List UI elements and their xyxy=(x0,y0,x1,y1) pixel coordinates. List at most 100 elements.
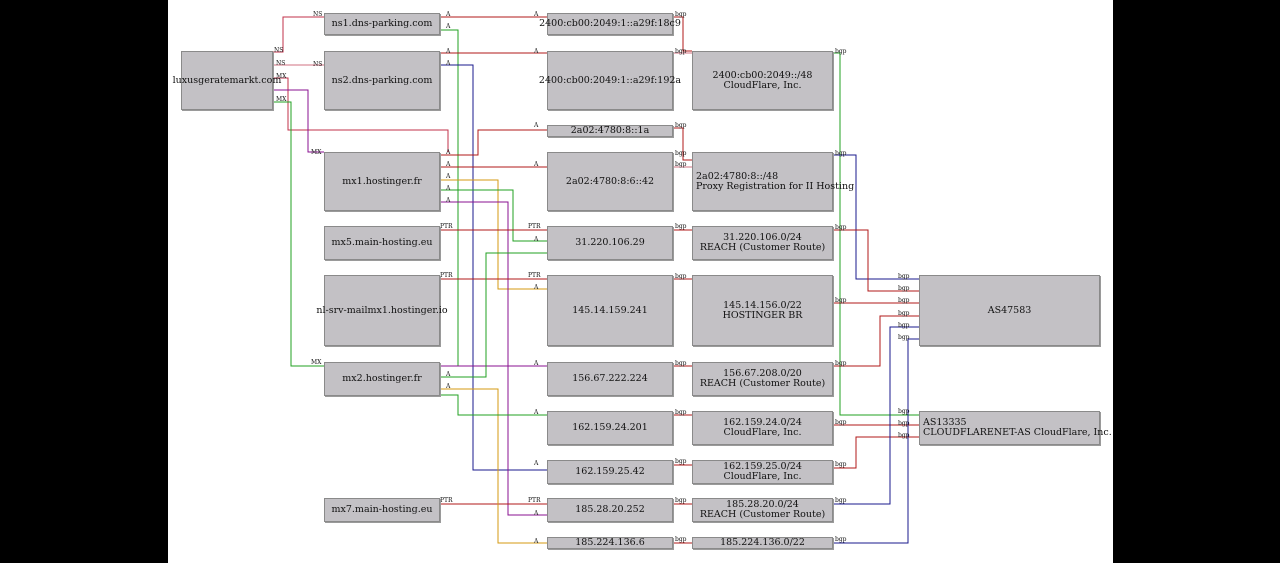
node-ip6-a[interactable]: 2400:cb00:2049:1::a29f:18c9 xyxy=(539,13,681,35)
node-mx1[interactable]: mx1.hostinger.fr xyxy=(324,152,440,211)
node-pfx-185a-prefix: 185.28.20.0/24 xyxy=(726,499,799,510)
edge-mx1-145 xyxy=(440,179,547,290)
edge-mx1-185 xyxy=(440,201,547,516)
label-a-13: A xyxy=(533,161,539,168)
node-ip6-c-label: 2a02:4780:8::1a xyxy=(570,125,650,136)
node-mx5-label: mx5.main-hosting.eu xyxy=(331,237,433,248)
node-ip-31[interactable]: 31.220.106.29 xyxy=(547,226,673,260)
node-ip-145[interactable]: 145.14.159.241 xyxy=(547,275,673,346)
node-ip6-a-label: 2400:cb00:2049:1::a29f:18c9 xyxy=(539,18,681,29)
label-bgp-13: bgp xyxy=(835,48,847,55)
label-bgp-4: bgp xyxy=(675,150,687,157)
edge-ns1-green xyxy=(440,29,468,367)
node-nlsrv[interactable]: nl-srv-mailmx1.hostinger.io xyxy=(316,275,448,346)
label-bgp-20: bgp xyxy=(835,497,847,504)
node-ip-156[interactable]: 156.67.222.224 xyxy=(547,362,673,396)
edge-mx2-162a xyxy=(440,394,547,416)
label-ptr-3: PTR xyxy=(440,272,453,279)
label-a-2: A xyxy=(533,11,539,18)
edge-mx2-185b xyxy=(440,388,547,544)
label-bgp-2: bgp xyxy=(675,48,687,55)
node-pfx-hg6-prefix: 2a02:4780:8::/48 xyxy=(696,170,779,182)
label-bgp-8: bgp xyxy=(675,360,687,367)
node-pfx-hg6-owner: Proxy Registration for II Hosting xyxy=(696,180,855,192)
node-ip-185b[interactable]: 185.224.136.6 xyxy=(547,537,673,549)
node-ip6-d-label: 2a02:4780:8:6::42 xyxy=(565,175,655,187)
label-a-21: A xyxy=(533,510,539,517)
node-pfx-162a-owner: CloudFlare, Inc. xyxy=(723,427,802,438)
label-bgp-3: bgp xyxy=(675,122,687,129)
label-bgp-14: bgp xyxy=(835,150,847,157)
edge-mx1-31 xyxy=(440,189,547,242)
node-ns1-label: ns1.dns-parking.com xyxy=(331,18,433,29)
edge-185a-as47583 xyxy=(833,326,919,505)
edge-cf6-as13335 xyxy=(833,52,919,416)
label-bgp-16: bgp xyxy=(835,297,847,304)
label-a-4: A xyxy=(445,48,451,55)
label-a-1: A xyxy=(445,11,451,18)
label-ns-1: NS xyxy=(313,11,322,18)
node-ip6-b[interactable]: 2400:cb00:2049:1::a29f:192a xyxy=(539,51,681,110)
node-ip-162a-label: 162.159.24.201 xyxy=(572,422,648,433)
node-ns2-label: ns2.dns-parking.com xyxy=(331,74,433,86)
node-pfx-cf6-prefix: 2400:cb00:2049::/48 xyxy=(712,69,813,81)
label-mx-1: MX xyxy=(276,73,287,80)
label-a-14: A xyxy=(533,236,539,243)
label-a-15: A xyxy=(533,284,539,291)
edge-mx2-31 xyxy=(440,252,547,378)
node-domain[interactable]: luxusgeratemarkt.com xyxy=(173,51,281,110)
label-bgp-25: bgp xyxy=(898,310,910,317)
label-bgp-28: bgp xyxy=(898,408,910,415)
label-ptr-4: PTR xyxy=(528,272,541,279)
label-bgp-18: bgp xyxy=(835,419,847,426)
node-pfx-cf6-owner: CloudFlare, Inc. xyxy=(723,79,802,91)
node-mx5[interactable]: mx5.main-hosting.eu xyxy=(324,226,440,260)
edge-31-as47583 xyxy=(833,229,919,292)
node-as47583[interactable]: AS47583 xyxy=(919,275,1100,346)
label-a-17: A xyxy=(445,383,451,390)
label-ptr-2: PTR xyxy=(528,223,541,230)
node-ip6-d[interactable]: 2a02:4780:8:6::42 xyxy=(547,152,673,211)
node-ip-162b-label: 162.159.25.42 xyxy=(575,466,645,477)
node-ip-185a[interactable]: 185.28.20.252 xyxy=(547,498,673,522)
label-bgp-22: bgp xyxy=(898,273,910,280)
node-ns1[interactable]: ns1.dns-parking.com xyxy=(324,13,440,35)
node-ip-185a-label: 185.28.20.252 xyxy=(575,504,645,515)
node-nlsrv-label: nl-srv-mailmx1.hostinger.io xyxy=(316,304,448,316)
node-pfx-156-prefix: 156.67.208.0/20 xyxy=(723,368,802,379)
edge-domain-mx1 xyxy=(273,77,449,152)
label-ptr-5: PTR xyxy=(440,497,453,504)
node-ip6-c[interactable]: 2a02:4780:8::1a xyxy=(547,125,673,137)
label-bgp-1: bgp xyxy=(675,11,687,18)
node-mx7[interactable]: mx7.main-hosting.eu xyxy=(324,498,440,522)
node-pfx-185b[interactable]: 185.224.136.0/22 xyxy=(692,537,833,549)
label-a-8: A xyxy=(445,161,451,168)
node-ip-162b[interactable]: 162.159.25.42 xyxy=(547,460,673,484)
label-a-16: A xyxy=(445,371,451,378)
label-bgp-10: bgp xyxy=(675,458,687,465)
label-ns-3: NS xyxy=(276,60,285,67)
label-bgp-26: bgp xyxy=(898,322,910,329)
label-bgp-11: bgp xyxy=(675,497,687,504)
label-bgp-9: bgp xyxy=(675,409,687,416)
edge-mx1-ip6c xyxy=(440,129,547,156)
node-mx7-label: mx7.main-hosting.eu xyxy=(331,504,433,515)
label-mx-2: MX xyxy=(276,96,287,103)
node-mx2[interactable]: mx2.hostinger.fr xyxy=(324,362,440,396)
node-ip-145-label: 145.14.159.241 xyxy=(572,304,648,316)
node-ip-162a[interactable]: 162.159.24.201 xyxy=(547,411,673,445)
label-ns-4: NS xyxy=(313,61,322,68)
label-a-5: A xyxy=(533,48,539,55)
node-ns2[interactable]: ns2.dns-parking.com xyxy=(324,51,440,110)
label-ns-2: NS xyxy=(274,47,283,54)
